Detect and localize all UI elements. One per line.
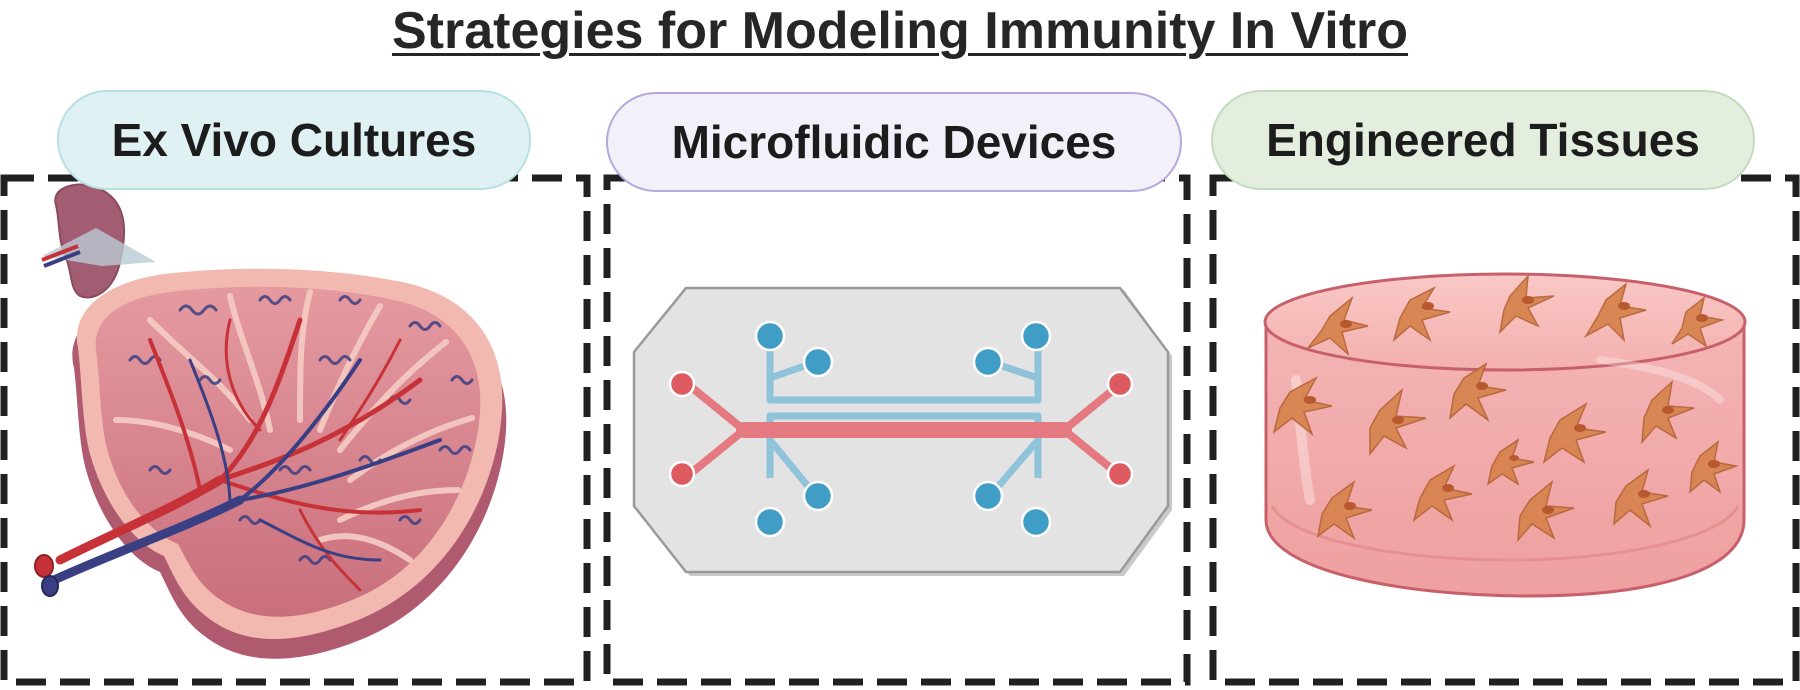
- lymph-node-slice: [34, 268, 507, 659]
- pill-ex-vivo-cultures: Ex Vivo Cultures: [57, 90, 531, 190]
- pill-engineered-tissues: Engineered Tissues: [1211, 90, 1755, 190]
- panel-engineered: [1209, 174, 1800, 686]
- figure-title: Strategies for Modeling Immunity In Vitr…: [391, 2, 1409, 60]
- pill-engineered-label: Engineered Tissues: [1266, 114, 1700, 166]
- panel-ex-vivo: [0, 174, 591, 686]
- tissue-construct: [1263, 272, 1747, 598]
- panel-microfluidic: [603, 174, 1191, 686]
- lymph-node-organ-icon: [41, 183, 156, 299]
- pill-microfluidic-devices: Microfluidic Devices: [606, 92, 1182, 192]
- microfluidic-chip: [632, 286, 1172, 576]
- pill-microfluidic-label: Microfluidic Devices: [671, 116, 1117, 168]
- pill-ex-vivo-label: Ex Vivo Cultures: [111, 114, 477, 166]
